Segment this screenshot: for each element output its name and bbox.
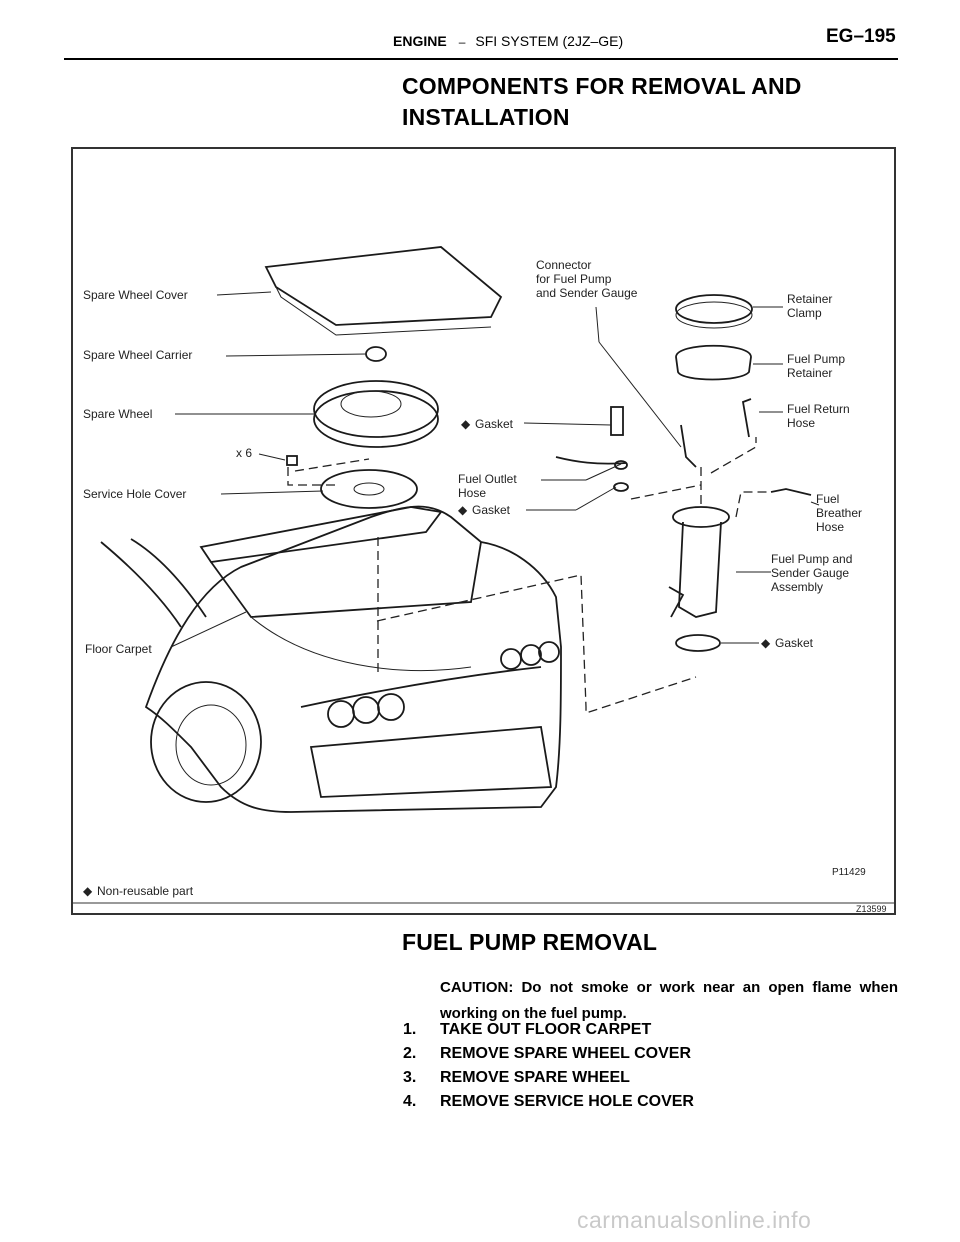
dash-trunk: [376, 574, 697, 714]
label-connector-3: and Sender Gauge: [536, 286, 638, 300]
dash-gasket: [630, 484, 702, 500]
label-gasket-mid-diamond: ◆: [458, 503, 468, 517]
label-fuel-return-2: Hose: [787, 416, 815, 430]
retainer-clamp-drawing: [675, 294, 753, 324]
trunk-opening: [210, 541, 482, 618]
fuel-pump-retainer-drawing: [675, 344, 752, 381]
rear-wheel: [175, 704, 247, 786]
header-subsection: SFI SYSTEM (2JZ–GE): [475, 33, 624, 49]
label-gasket-bottom-diamond: ◆: [761, 636, 771, 650]
label-pump-assembly-1: Fuel Pump and: [771, 552, 852, 566]
label-connector-1: Connector: [536, 258, 591, 272]
license-area: [309, 726, 553, 798]
step-text: REMOVE SPARE WHEEL: [440, 1069, 630, 1086]
bumper-top: [300, 666, 542, 708]
label-fuel-pump-retainer-1: Fuel Pump: [787, 352, 845, 366]
step-number: 3.: [403, 1069, 417, 1086]
connector-drawing: [680, 424, 697, 468]
pump-assembly-body: [678, 521, 722, 618]
header-rule: [64, 58, 898, 60]
step-text: REMOVE SERVICE HOLE COVER: [440, 1093, 694, 1110]
label-spare-wheel: Spare Wheel: [83, 407, 152, 421]
label-pump-assembly-2: Sender Gauge: [771, 566, 849, 580]
label-gasket-top-diamond: ◆: [461, 417, 471, 431]
step-number: 1.: [403, 1021, 417, 1038]
tail-light-3: [377, 693, 405, 721]
tail-light-5: [520, 644, 542, 666]
step-text: REMOVE SPARE WHEEL COVER: [440, 1045, 691, 1062]
fuel-breather-hose-drawing: [770, 488, 812, 496]
label-fuel-outlet-1: Fuel Outlet: [458, 472, 517, 486]
label-retainer-clamp-1: Retainer: [787, 292, 832, 306]
label-floor-carpet: Floor Carpet: [85, 642, 152, 656]
bolt-drawing: [286, 455, 298, 466]
spare-wheel-cover-edge: [275, 286, 492, 336]
step-number: 4.: [403, 1093, 417, 1110]
figure-code: P11429: [832, 867, 866, 878]
gasket-fitting-drawing: [610, 406, 624, 436]
label-fuel-breather-2: Breather: [816, 506, 862, 520]
car-rear-panel: [144, 505, 562, 813]
fuel-outlet-hose-drawing: [555, 456, 627, 465]
label-fuel-breather-3: Hose: [816, 520, 844, 534]
step-2: 2. REMOVE SPARE WHEEL COVER: [403, 1045, 691, 1063]
spare-wheel-drawing: [313, 380, 439, 438]
rear-glass-edge: [100, 541, 182, 628]
components-diagram: Spare Wheel Cover Spare Wheel Carrier Sp…: [71, 147, 896, 915]
legend-diamond: ◆: [83, 884, 93, 898]
label-service-hole-cover: Service Hole Cover: [83, 487, 186, 501]
figure-frame: [71, 147, 896, 915]
step-3: 3. REMOVE SPARE WHEEL: [403, 1069, 630, 1087]
label-spare-wheel-cover: Spare Wheel Cover: [83, 288, 188, 302]
trunk-floor-curve: [250, 616, 472, 671]
watermark: carmanualsonline.info: [577, 1207, 812, 1233]
label-fuel-return-1: Fuel Return: [787, 402, 850, 416]
label-spare-wheel-carrier: Spare Wheel Carrier: [83, 348, 192, 362]
pump-float-arm: [668, 586, 685, 618]
header-section-name: ENGINE: [393, 33, 447, 49]
car-body-drawing: [100, 505, 562, 813]
rear-glass-edge-2: [130, 538, 207, 618]
step-text: TAKE OUT FLOOR CARPET: [440, 1021, 652, 1038]
label-retainer-clamp-2: Clamp: [787, 306, 822, 320]
label-gasket-mid: Gasket: [472, 503, 511, 517]
gasket-small-drawing: [613, 482, 629, 492]
label-x6: x 6: [236, 446, 252, 460]
page-number: EG–195: [826, 26, 896, 47]
step-number: 2.: [403, 1045, 417, 1062]
header-separator: –: [458, 35, 466, 49]
legend-text: Non-reusable part: [97, 884, 194, 898]
removal-title: FUEL PUMP REMOVAL: [402, 929, 658, 955]
components-figure: Spare Wheel Cover Spare Wheel Carrier Sp…: [71, 147, 896, 915]
dash-return: [710, 437, 757, 474]
pump-assembly-flange: [672, 506, 730, 528]
label-gasket-top: Gasket: [475, 417, 514, 431]
label-fuel-pump-retainer-2: Retainer: [787, 366, 832, 380]
components-title: COMPONENTS FOR REMOVAL AND INSTALLATION: [402, 73, 802, 130]
tail-light-6: [538, 641, 560, 663]
header-section: ENGINE–SFI SYSTEM (2JZ–GE): [393, 33, 623, 49]
service-hole-cover-drawing: [320, 469, 418, 509]
label-connector-2: for Fuel Pump: [536, 272, 612, 286]
dash-breather: [735, 491, 768, 518]
label-gasket-bottom: Gasket: [775, 636, 814, 650]
dash-bolt: [287, 467, 336, 486]
label-pump-assembly-3: Assembly: [771, 580, 823, 594]
gasket-bottom-drawing: [675, 634, 721, 652]
label-fuel-outlet-2: Hose: [458, 486, 486, 500]
trunk-lid: [199, 506, 443, 563]
frame-code: Z13599: [856, 904, 887, 914]
dash-bolt-2: [294, 458, 370, 472]
step-4: 4. REMOVE SERVICE HOLE COVER: [403, 1093, 694, 1111]
fuel-return-hose-drawing: [741, 398, 752, 438]
step-1: 1. TAKE OUT FLOOR CARPET: [403, 1021, 651, 1039]
label-fuel-breather-1: Fuel: [816, 492, 839, 506]
caution-note: CAUTION: Do not smoke or work near an op…: [440, 979, 898, 1022]
rear-tire: [150, 681, 262, 803]
